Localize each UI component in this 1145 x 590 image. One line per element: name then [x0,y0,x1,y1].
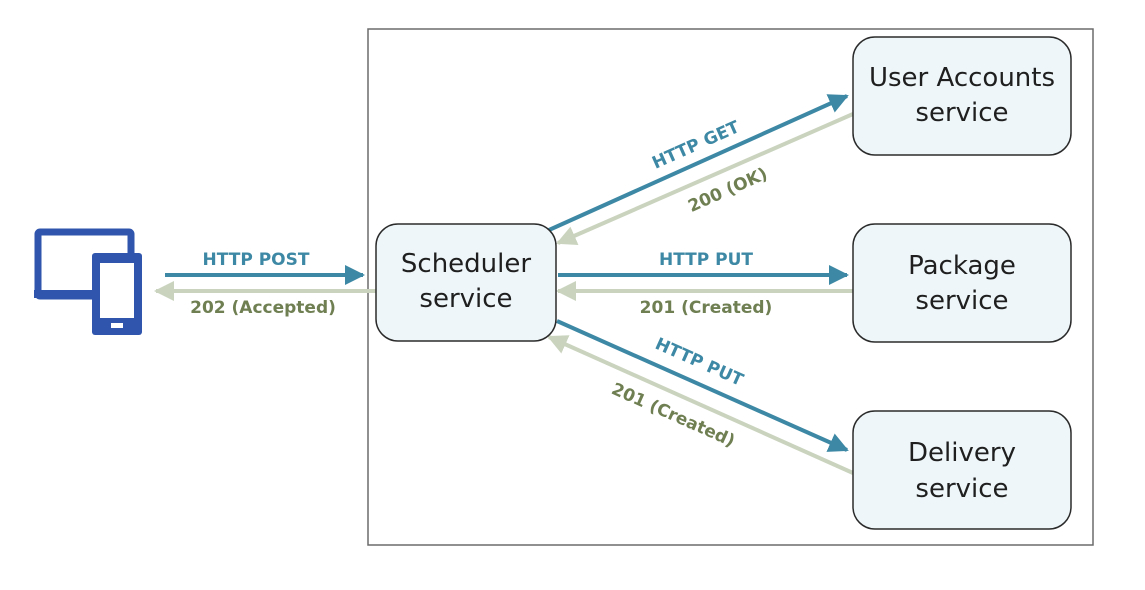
scheduler-service-label-line1: Scheduler [401,249,531,279]
monitor-stand-icon [34,290,94,298]
package-service-label-line1: Package [908,251,1016,281]
tablet-screen-icon [100,263,134,318]
accounts-response-arrow [556,112,854,245]
user-accounts-service-label-line2: service [915,98,1008,128]
tablet-home-button-icon [111,323,123,328]
post-response-label: 202 (Accepted) [190,298,336,318]
scheduler-service-label-line2: service [419,284,512,314]
user-accounts-service-label-line1: User Accounts [869,63,1055,93]
delivery-service-box [852,410,1072,530]
scheduler-service-node: Scheduler service [375,223,557,342]
package-service-label-line2: service [915,286,1008,316]
user-accounts-service-box [852,36,1072,156]
package-service-box [852,223,1072,343]
delivery-response-arrow [547,335,854,475]
service-boundary [367,28,1094,546]
delivery-service-label-line1: Delivery [908,438,1016,468]
post-request-label: HTTP POST [203,250,310,270]
delivery-response-label: 201 (Created) [608,379,737,451]
accounts-request-arrow [548,94,849,232]
user-accounts-service-node: User Accounts service [852,36,1072,156]
package-response-label: 201 (Created) [640,298,773,318]
delivery-service-node: Delivery service [852,410,1072,530]
package-request-label: HTTP PUT [659,250,753,270]
accounts-response-label: 200 (OK) [685,164,770,217]
desktop-and-tablet-icon [34,228,142,335]
scheduler-service-box [375,223,557,342]
package-service-node: Package service [852,223,1072,343]
delivery-request-arrow [556,319,849,452]
delivery-service-label-line2: service [915,474,1008,504]
